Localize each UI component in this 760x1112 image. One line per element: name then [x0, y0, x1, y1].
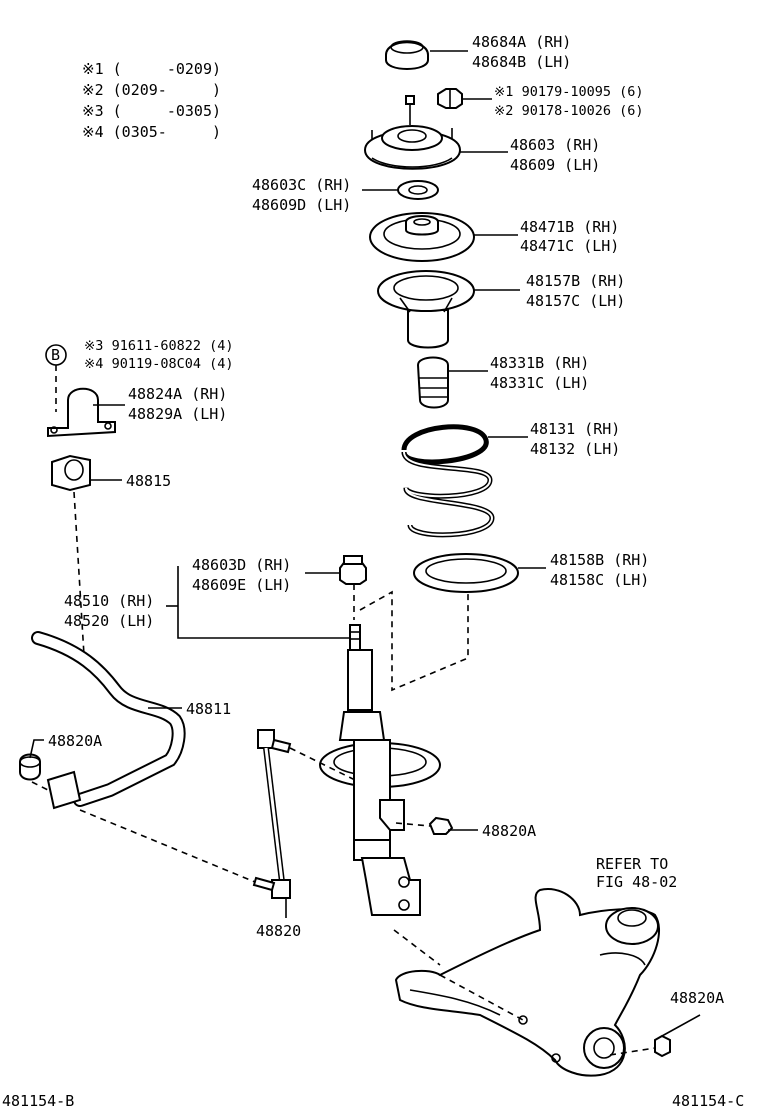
label-48331b: 48331B (RH) [490, 354, 589, 372]
label-48824a: 48824A (RH) [128, 385, 227, 403]
label-48158c: 48158C (LH) [550, 571, 649, 589]
label-48820: 48820 [256, 922, 301, 940]
label-48603c: 48603C (RH) [252, 176, 351, 194]
upper-spring-seat-drawing [369, 212, 475, 262]
label-48510: 48510 (RH) [64, 592, 154, 610]
label-48471b: 48471B (RH) [520, 218, 619, 236]
coil-spring-drawing [401, 424, 495, 538]
label-48820a-left: 48820A [48, 732, 102, 750]
link-nut-right-drawing [654, 1034, 671, 1058]
label-48820a-middle: 48820A [482, 822, 536, 840]
label-48157b: 48157B (RH) [526, 272, 625, 290]
label-fig-48-02: FIG 48-02 [596, 873, 677, 891]
label-48815: 48815 [126, 472, 171, 490]
label-bolt-4: ※4 90119-08C04 (4) [84, 356, 233, 372]
note-2: ※2 (0209- ) [82, 81, 221, 99]
steering-knuckle-drawing [394, 888, 660, 1077]
label-48684b: 48684B (LH) [472, 53, 571, 71]
label-48684a: 48684A (RH) [472, 33, 571, 51]
label-bolt-1: ※1 90179-10095 (6) [494, 84, 643, 100]
stabilizer-bracket-drawing [47, 387, 116, 438]
dust-cap-drawing [385, 40, 429, 70]
upper-support-drawing [363, 95, 462, 170]
label-48609d: 48609D (LH) [252, 196, 351, 214]
note-3: ※3 ( -0305) [82, 102, 221, 120]
label-bolt-3: ※3 91611-60822 (4) [84, 338, 233, 354]
label-48820a-right: 48820A [670, 989, 724, 1007]
lower-insulator-drawing [413, 553, 519, 593]
stabilizer-link-drawing [252, 729, 292, 899]
label-48609e: 48609E (LH) [192, 576, 291, 594]
upper-insulator-drawing [377, 270, 475, 349]
label-48158b: 48158B (RH) [550, 551, 649, 569]
note-4: ※4 (0305- ) [82, 123, 221, 141]
label-48603d: 48603D (RH) [192, 556, 291, 574]
label-bolt-2: ※2 90178-10026 (6) [494, 103, 643, 119]
label-48131: 48131 (RH) [530, 420, 620, 438]
washer-drawing [397, 180, 439, 200]
stabilizer-bushing-drawing [51, 454, 91, 492]
strut-nut-drawing [339, 555, 367, 585]
stabilizer-bar-drawing [31, 631, 186, 810]
b-marker-letter: B [51, 346, 60, 364]
bump-stopper-drawing [416, 356, 449, 409]
note-1: ※1 ( -0209) [82, 60, 221, 78]
label-48331c: 48331C (LH) [490, 374, 589, 392]
notes-block: ※1 ( -0209) ※2 (0209- ) ※3 ( -0305) ※4 (… [82, 60, 221, 141]
label-48603: 48603 (RH) [510, 136, 600, 154]
leader-lines [29, 50, 701, 1037]
b-marker: B [45, 344, 67, 366]
label-48609: 48609 (LH) [510, 156, 600, 174]
label-48157c: 48157C (LH) [526, 292, 625, 310]
link-nut-middle-drawing [428, 816, 454, 835]
label-48811: 48811 [186, 700, 231, 718]
label-48471c: 48471C (LH) [520, 237, 619, 255]
part-labels: 48684A (RH) 48684B (LH) ※1 90179-10095 (… [2, 33, 744, 1110]
stabilizer-link-bushing-left-drawing [19, 753, 41, 781]
code-481154-c: 481154-C [672, 1092, 744, 1110]
code-481154-b: 481154-B [2, 1092, 74, 1110]
label-48829a: 48829A (LH) [128, 405, 227, 423]
shock-absorber-strut-drawing [319, 624, 441, 916]
label-48520: 48520 (LH) [64, 612, 154, 630]
label-48132: 48132 (LH) [530, 440, 620, 458]
dashed-assembly-lines [31, 365, 656, 1056]
top-nut-drawing [437, 88, 463, 109]
label-refer-to: REFER TO [596, 855, 668, 873]
